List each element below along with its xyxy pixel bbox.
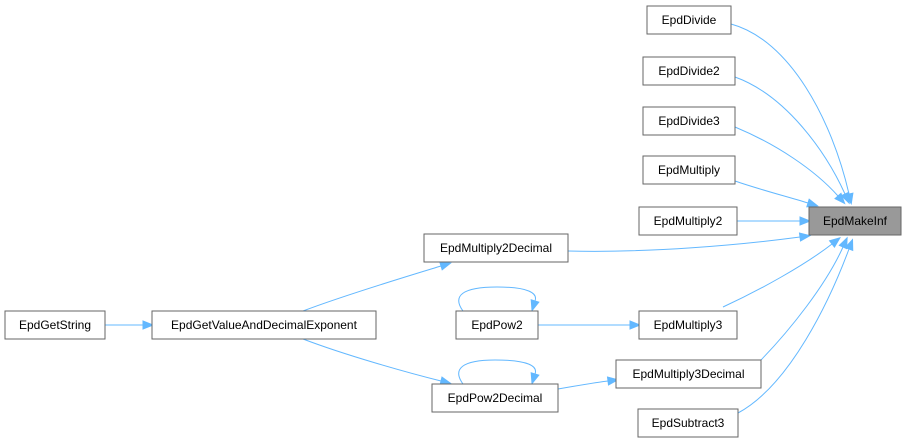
- node-epd-divide[interactable]: EpdDivide: [646, 5, 732, 35]
- node-box: [455, 310, 539, 340]
- node-epd-pow2[interactable]: EpdPow2: [455, 310, 539, 340]
- edge-epd-subtract3-to-epd-make-inf: [737, 238, 854, 414]
- edge-line: [458, 286, 536, 312]
- edge-epd-divide-to-epd-make-inf: [730, 23, 854, 206]
- edge-line: [734, 180, 809, 204]
- node-epd-divide2[interactable]: EpdDivide2: [642, 56, 736, 86]
- arrowhead-icon: [834, 192, 846, 205]
- arrowhead-icon: [530, 299, 540, 312]
- node-label: EpdMultiply3Decimal: [632, 367, 744, 381]
- node-label: EpdDivide3: [658, 114, 720, 128]
- arrowhead-icon: [828, 237, 841, 249]
- edge-line: [737, 248, 850, 414]
- node-epd-get-value-and-decimal-exponent[interactable]: EpdGetValueAndDecimalExponent: [151, 310, 377, 340]
- node-label: EpdSubtract3: [652, 416, 725, 430]
- edge-line: [302, 338, 442, 382]
- node-epd-multiply2[interactable]: EpdMultiply2: [638, 206, 738, 236]
- node-label: EpdMultiply3: [654, 318, 723, 332]
- arrowhead-icon: [806, 198, 819, 208]
- edge-epd-multiply2-decimal-to-epd-make-inf: [567, 232, 812, 252]
- edge-epd-pow2-to-epd-multiply3: [538, 320, 642, 330]
- node-box: [808, 206, 902, 236]
- function-nodes: EpdMakeInf EpdDivideEpdDivide2EpdDivide3E…: [4, 5, 902, 438]
- edge-epd-get-value-and-decimal-exponent-to-epd-pow2-decimal: [302, 338, 453, 386]
- node-label: EpdGetValueAndDecimalExponent: [171, 318, 358, 332]
- edge-epd-divide2-to-epd-make-inf: [734, 76, 850, 205]
- node-epd-divide3[interactable]: EpdDivide3: [642, 106, 736, 136]
- node-label: EpdPow2Decimal: [448, 391, 543, 405]
- arrowhead-icon: [840, 191, 850, 205]
- arrowhead-icon: [838, 236, 848, 250]
- node-box: [615, 359, 762, 389]
- edge-epd-multiply2-to-epd-make-inf: [737, 216, 812, 226]
- edge-line: [734, 126, 839, 197]
- edge-line: [760, 246, 844, 361]
- arrowhead-icon: [530, 372, 540, 385]
- node-box: [151, 310, 377, 340]
- arrowhead-icon: [798, 232, 812, 242]
- edge-epd-divide3-to-epd-make-inf: [734, 126, 846, 205]
- edge-line: [722, 243, 833, 308]
- node-box: [638, 310, 738, 340]
- edge-epd-get-string-to-epd-get-value-and-decimal-exponent: [105, 320, 155, 330]
- edge-epd-multiply3-to-epd-make-inf: [722, 237, 841, 308]
- node-epd-multiply2-decimal[interactable]: EpdMultiply2Decimal: [423, 233, 569, 263]
- edge-epd-pow2-to-epd-pow2: [458, 286, 540, 312]
- arrowhead-icon: [844, 238, 854, 252]
- arrowhead-icon: [799, 216, 812, 226]
- edge-epd-multiply3-decimal-to-epd-make-inf: [760, 236, 848, 361]
- node-label: EpdDivide2: [658, 64, 720, 78]
- edge-line: [458, 359, 536, 385]
- node-epd-multiply[interactable]: EpdMultiply: [642, 155, 736, 185]
- arrowhead-icon: [606, 376, 620, 386]
- call-edges: [105, 23, 854, 414]
- node-box: [423, 233, 569, 263]
- root-node-epd-make-inf[interactable]: EpdMakeInf: [808, 206, 902, 236]
- edge-line: [302, 265, 442, 312]
- edge-epd-multiply-to-epd-make-inf: [734, 180, 819, 208]
- node-box: [642, 106, 736, 136]
- edge-epd-pow2-decimal-to-epd-pow2-decimal: [458, 359, 540, 385]
- edge-line: [567, 236, 801, 252]
- edge-line: [730, 23, 850, 195]
- node-box: [646, 5, 732, 35]
- node-label: EpdPow2: [471, 318, 523, 332]
- node-label: EpdMultiply: [658, 163, 720, 177]
- node-box: [637, 408, 739, 438]
- edge-epd-get-value-and-decimal-exponent-to-epd-multiply2-decimal: [302, 261, 452, 312]
- node-label: EpdDivide: [662, 13, 717, 27]
- node-box: [642, 56, 736, 86]
- node-label: EpdMultiply2: [654, 214, 723, 228]
- node-label: EpdGetString: [19, 318, 91, 332]
- node-epd-subtract3[interactable]: EpdSubtract3: [637, 408, 739, 438]
- node-label: EpdMakeInf: [823, 214, 888, 228]
- arrowhead-icon: [142, 320, 155, 330]
- node-epd-multiply3[interactable]: EpdMultiply3: [638, 310, 738, 340]
- node-label: EpdMultiply2Decimal: [440, 241, 552, 255]
- edge-epd-pow2-decimal-to-epd-multiply3-decimal: [557, 376, 620, 390]
- node-box: [431, 383, 559, 413]
- node-box: [638, 206, 738, 236]
- edge-line: [557, 380, 609, 390]
- node-box: [642, 155, 736, 185]
- node-epd-multiply3-decimal[interactable]: EpdMultiply3Decimal: [615, 359, 762, 389]
- node-epd-get-string[interactable]: EpdGetString: [4, 310, 106, 340]
- arrowhead-icon: [629, 320, 642, 330]
- arrowhead-icon: [439, 261, 452, 271]
- node-box: [4, 310, 106, 340]
- node-epd-pow2-decimal[interactable]: EpdPow2Decimal: [431, 383, 559, 413]
- edge-line: [734, 76, 846, 195]
